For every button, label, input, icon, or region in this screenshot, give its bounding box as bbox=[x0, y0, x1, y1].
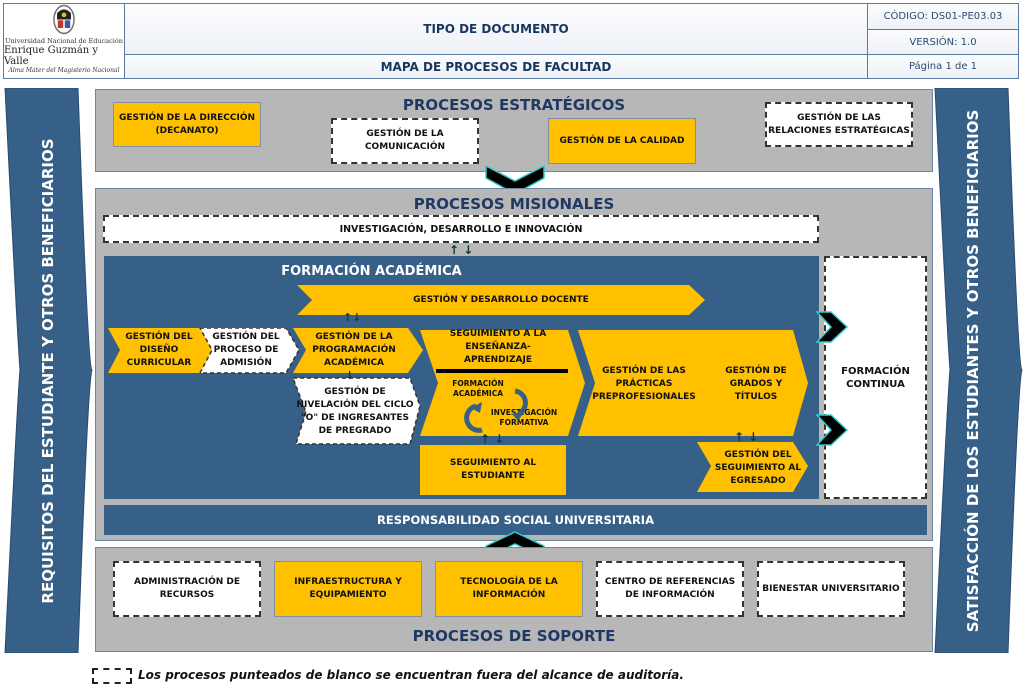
document-code: CÓDIGO: DS01-PE03.03 bbox=[867, 3, 1019, 30]
chevron-shape bbox=[578, 330, 716, 436]
process-degrees[interactable]: GESTIÓN DE GRADOS Y TÍTULOS bbox=[725, 365, 787, 402]
cycle-arrows-icon bbox=[464, 388, 528, 433]
right-chevron-icon bbox=[815, 414, 849, 446]
student-tracking-shape bbox=[420, 445, 566, 495]
process-student-tracking[interactable]: SEGUIMIENTO AL ESTUDIANTE bbox=[449, 458, 537, 481]
chevron-shape bbox=[108, 328, 212, 373]
bidirectional-arrows-icon: ↑↓ bbox=[343, 311, 362, 324]
left-banner-shape bbox=[4, 88, 93, 653]
process-resource-admin[interactable]: ADMINISTRACIÓN DE RECURSOS bbox=[113, 561, 261, 617]
logo-line-1: Universidad Nacional de Educación bbox=[5, 37, 123, 45]
process-continuing-education[interactable]: FORMACIÓN CONTINUA bbox=[824, 256, 927, 499]
document-title: MAPA DE PROCESOS DE FACULTAD bbox=[124, 54, 868, 79]
document-version: VERSIÓN: 1.0 bbox=[867, 29, 1019, 55]
logo-line-2: Enrique Guzmán y Valle bbox=[4, 45, 99, 67]
chevron-shape bbox=[697, 442, 808, 492]
process-graduate-tracking[interactable]: GESTIÓN DEL SEGUIMIENTO AL EGRESADO bbox=[714, 449, 802, 486]
document-type: TIPO DE DOCUMENTO bbox=[124, 3, 868, 55]
right-banner-text: SATISFACCIÓN DE LOS ESTUDIANTES Y OTROS … bbox=[964, 109, 982, 633]
process-strategic-relations[interactable]: GESTIÓN DE LAS RELACIONES ESTRATÉGICAS bbox=[765, 102, 913, 147]
left-banner-text: REQUISITOS DEL ESTUDIANTE Y OTROS BENEFI… bbox=[39, 138, 57, 604]
process-teacher-development[interactable]: GESTIÓN Y DESARROLLO DOCENTE bbox=[413, 295, 589, 305]
process-direction[interactable]: GESTIÓN DE LA DIRECCIÓN (DECANATO) bbox=[113, 102, 261, 147]
process-admission[interactable]: GESTIÓN DEL PROCESO DE ADMISIÓN bbox=[212, 332, 280, 368]
process-chain-shapes bbox=[108, 328, 808, 495]
logo-line-3: Alma Máter del Magisterio Nacional bbox=[8, 67, 120, 74]
process-internships[interactable]: GESTIÓN DE LAS PRÁCTICAS PREPROFESIONALE… bbox=[592, 365, 696, 402]
right-chevron-icon bbox=[815, 311, 849, 343]
process-reference-center[interactable]: CENTRO DE REFERENCIAS DE INFORMACIÓN bbox=[596, 561, 744, 617]
process-infrastructure[interactable]: INFRAESTRUCTURA Y EQUIPAMIENTO bbox=[274, 561, 422, 617]
process-curriculum-design[interactable]: GESTIÓN DEL DISEÑO CURRICULAR bbox=[125, 332, 193, 368]
process-quality[interactable]: GESTIÓN DE LA CALIDAD bbox=[548, 118, 696, 164]
cycle-label-academic: FORMACIÓN ACADÉMICA bbox=[452, 379, 504, 398]
process-social-responsibility[interactable]: RESPONSABILIDAD SOCIAL UNIVERSITARIA bbox=[104, 505, 927, 535]
down-arrow-icon: ↓ bbox=[345, 369, 355, 382]
bidirectional-arrows-icon: ↑ ↓ bbox=[449, 243, 474, 257]
chevron-shape bbox=[293, 328, 423, 373]
process-information-technology[interactable]: TECNOLOGÍA DE LA INFORMACIÓN bbox=[435, 561, 583, 617]
document-page: Página 1 de 1 bbox=[867, 54, 1019, 79]
academic-formation-title: FORMACIÓN ACADÉMICA bbox=[281, 264, 462, 279]
process-academic-programming[interactable]: GESTIÓN DE LA PROGRAMACIÓN ACADÉMICA bbox=[312, 332, 396, 368]
university-logo: Universidad Nacional de Educación Enriqu… bbox=[3, 3, 125, 79]
bidirectional-arrows-icon: ↑ ↓ bbox=[734, 430, 759, 444]
chevron-shape bbox=[697, 330, 808, 436]
legend-text: Los procesos punteados de blanco se encu… bbox=[138, 668, 684, 682]
support-title: PROCESOS DE SOPORTE bbox=[412, 627, 616, 645]
university-crest-icon bbox=[53, 4, 75, 35]
teacher-dev-arrow-shape bbox=[297, 285, 705, 315]
process-leveling[interactable]: GESTIÓN DE NIVELACIÓN DEL CICLO "O" DE I… bbox=[296, 387, 414, 436]
chevron-shape bbox=[420, 330, 585, 436]
divider-bar bbox=[436, 369, 568, 373]
chevron-shape bbox=[291, 377, 421, 445]
process-research[interactable]: INVESTIGACIÓN, DESARROLLO E INNOVACIÓN bbox=[103, 215, 819, 243]
right-banner-shape bbox=[934, 88, 1023, 653]
strategic-title: PROCESOS ESTRATÉGICOS bbox=[402, 96, 626, 114]
process-communication[interactable]: GESTIÓN DE LA COMUNICACIÓN bbox=[331, 118, 479, 164]
chevron-shape bbox=[198, 328, 300, 374]
missional-title: PROCESOS MISIONALES bbox=[413, 195, 615, 213]
process-student-welfare[interactable]: BIENESTAR UNIVERSITARIO bbox=[757, 561, 905, 617]
bidirectional-arrows-icon: ↑ ↓ bbox=[480, 432, 505, 446]
process-teaching-learning[interactable]: SEGUIMIENTO A LA ENSEÑANZA-APRENDIZAJE bbox=[449, 328, 547, 365]
legend-dashed-swatch bbox=[92, 668, 132, 684]
